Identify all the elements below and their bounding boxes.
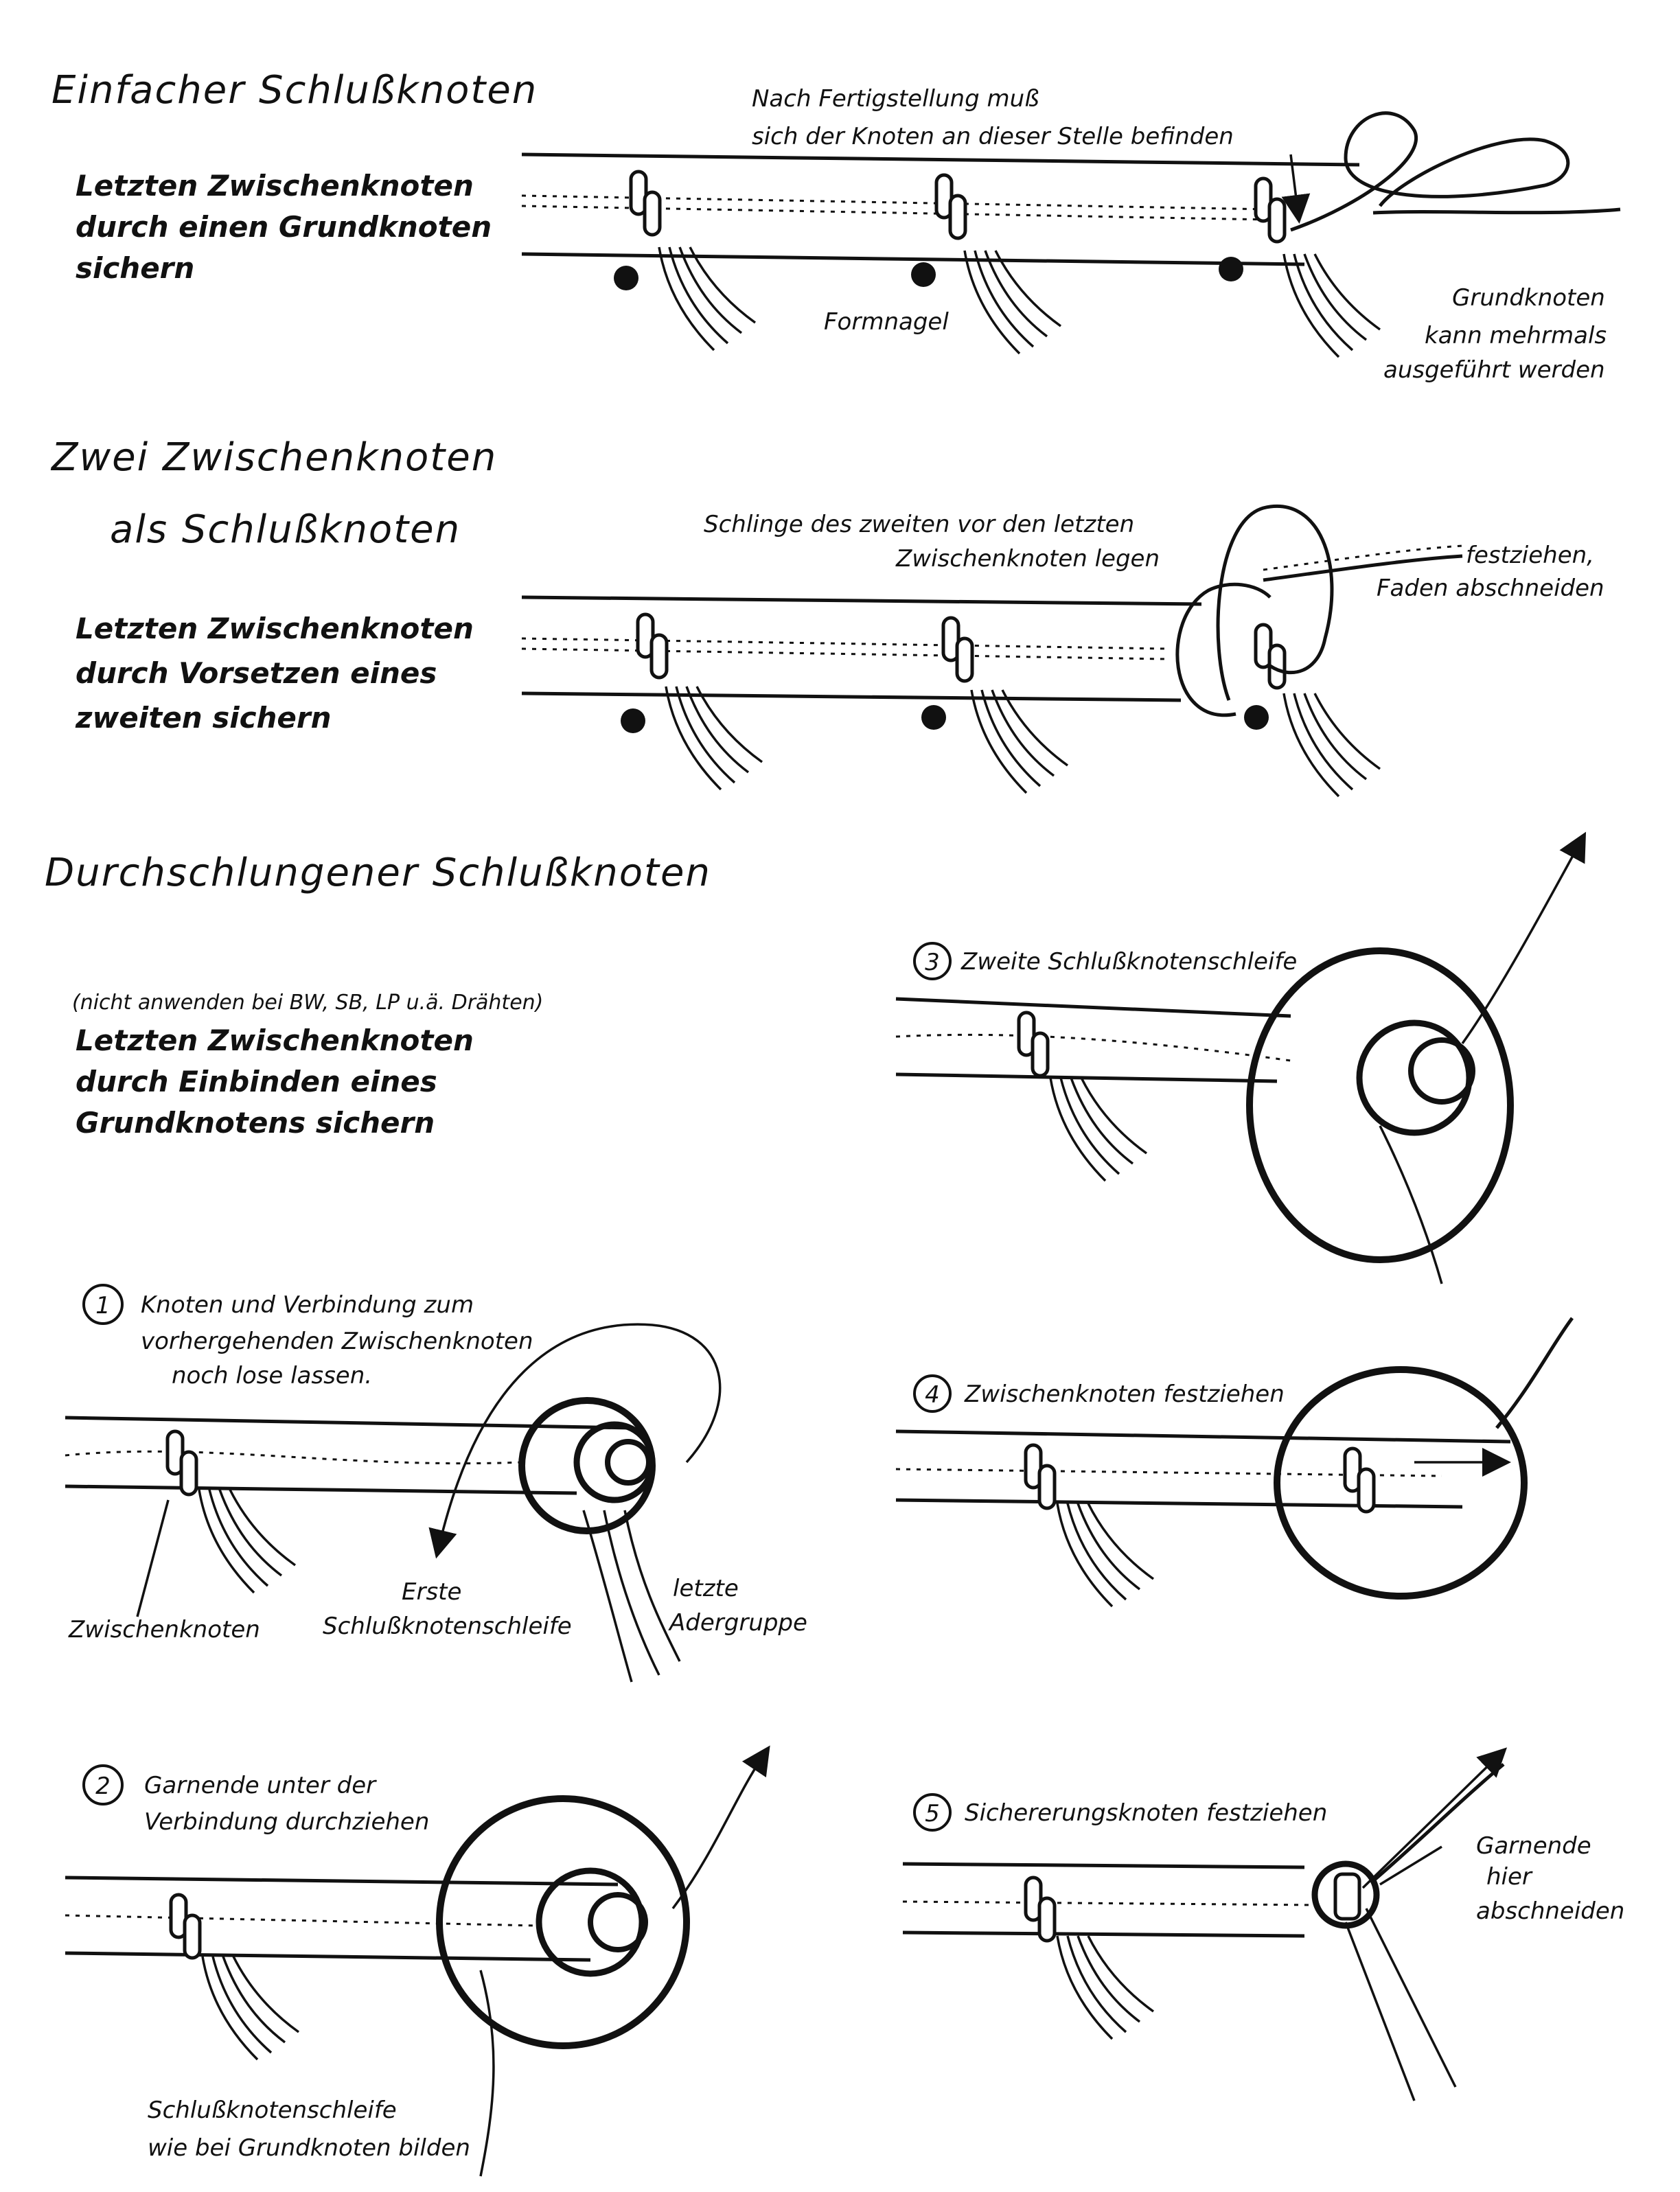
instruction-line: zweiten sichern xyxy=(75,701,332,735)
nail-icon xyxy=(1219,257,1243,281)
label-formnagel: Formnagel xyxy=(824,308,949,336)
label: letzte xyxy=(673,1575,739,1602)
label: wie bei Grundknoten bilden xyxy=(148,2134,470,2162)
annotation: Zwischenknoten legen xyxy=(895,545,1160,573)
instruction-line: Grundknotens sichern xyxy=(76,1106,435,1140)
step-4: 4 Zwischenknoten festziehen xyxy=(895,1317,1574,1608)
nail-icon xyxy=(1244,705,1269,730)
step-number-badge xyxy=(913,942,952,980)
knot-drawing xyxy=(895,1317,1574,1608)
step-text: Garnende unter der xyxy=(144,1772,377,1799)
annotation: Schlinge des zweiten vor den letzten xyxy=(704,511,1134,538)
annotation: kann mehrmals xyxy=(1425,322,1607,349)
annotation: Faden abschneiden xyxy=(1377,575,1604,602)
label: hier xyxy=(1486,1863,1533,1891)
step-text: Knoten und Verbindung zum xyxy=(141,1291,474,1319)
knot-drawing xyxy=(895,831,1587,1284)
step-1: 1 Knoten und Verbindung zum vorhergehend… xyxy=(65,1284,807,1683)
annotation: sich der Knoten an dieser Stelle befinde… xyxy=(752,123,1234,150)
nail-icon xyxy=(614,266,638,290)
step-number: 2 xyxy=(95,1773,111,1800)
step-number: 3 xyxy=(925,949,940,976)
step-3: 3 Zweite Schlußknotenschleife xyxy=(895,831,1587,1284)
instruction-line: Letzten Zwischenknoten xyxy=(76,612,474,645)
knot-drawing xyxy=(902,1747,1508,2101)
instruction-line: Letzten Zwischenknoten xyxy=(76,1024,474,1057)
hint: (nicht anwenden bei BW, SB, LP u.ä. Dräh… xyxy=(72,991,543,1015)
label: Adergruppe xyxy=(668,1609,807,1637)
label: Garnende xyxy=(1476,1832,1591,1860)
section-zwei: Zwei Zwischenknoten als Schlußknoten Let… xyxy=(50,435,1604,798)
nail-icon xyxy=(921,705,946,730)
step-number-badge xyxy=(82,1764,124,1805)
knot-drawing xyxy=(521,111,1621,358)
nail-icon xyxy=(911,262,936,287)
instruction-line: Letzten Zwischenknoten xyxy=(76,169,474,203)
knot-drawing xyxy=(65,1323,722,1683)
step-2: 2 Garnende unter der Verbindung durchzie… xyxy=(65,1745,770,2177)
step-text: Verbindung durchziehen xyxy=(144,1808,429,1836)
instruction-line: sichern xyxy=(76,251,194,285)
step-number-badge xyxy=(82,1284,124,1325)
annotation: ausgeführt werden xyxy=(1383,356,1605,384)
label: Erste xyxy=(402,1578,461,1606)
nail-icon xyxy=(621,708,645,733)
instruction-line: durch Einbinden eines xyxy=(76,1065,437,1098)
knot-drawing xyxy=(65,1745,770,2177)
section-durch: Durchschlungener Schlußknoten (nicht anw… xyxy=(45,851,711,1140)
section-title: als Schlußknoten xyxy=(110,507,461,552)
instruction-line: durch Vorsetzen eines xyxy=(76,656,437,690)
step-text: vorhergehenden Zwischenknoten xyxy=(141,1328,533,1355)
step-number-badge xyxy=(913,1374,952,1413)
instruction-line: durch einen Grundknoten xyxy=(76,210,492,244)
step-number: 4 xyxy=(925,1381,940,1409)
step-text: Zwischenknoten festziehen xyxy=(964,1381,1285,1408)
label: abschneiden xyxy=(1476,1897,1624,1925)
step-number: 5 xyxy=(925,1800,940,1827)
annotation: Grundknoten xyxy=(1452,284,1605,312)
step-5: 5 Sichererungsknoten festziehen Garnende… xyxy=(902,1747,1624,2101)
section-einfach: Einfacher Schlußknoten Letzten Zwischenk… xyxy=(51,68,1621,384)
section-title: Zwei Zwischenknoten xyxy=(50,435,497,480)
label: Schlußknotenschleife xyxy=(148,2097,397,2124)
step-text: Sichererungsknoten festziehen xyxy=(965,1799,1327,1827)
step-text: noch lose lassen. xyxy=(172,1362,372,1389)
annotation: festziehen, xyxy=(1466,542,1594,569)
step-number-badge xyxy=(913,1793,952,1832)
section-title: Durchschlungener Schlußknoten xyxy=(45,851,711,895)
label: Schlußknotenschleife xyxy=(323,1613,572,1640)
knot-drawing xyxy=(521,505,1463,798)
section-title: Einfacher Schlußknoten xyxy=(51,68,538,113)
annotation: Nach Fertigstellung muß xyxy=(752,85,1039,113)
step-text: Zweite Schlußknotenschleife xyxy=(960,948,1297,976)
step-number: 1 xyxy=(95,1292,111,1319)
label-zwischenknoten: Zwischenknoten xyxy=(68,1616,260,1643)
